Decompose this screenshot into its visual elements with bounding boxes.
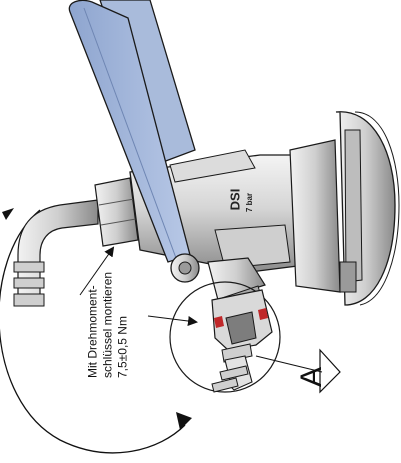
rotation-arrow-arc [0,209,186,454]
body-marking-dsi: DSI [227,188,243,211]
hose-barb [13,199,99,307]
torque-instruction-text: Mit Drehmoment- schlüssel montieren 7,5±… [85,271,130,378]
rotation-arrow-head-top [2,208,14,220]
outlet-nipple [211,355,253,393]
flange-connector [289,111,400,306]
detail-circle-a [169,281,281,393]
body-marking-pressure: 7 bar [245,192,255,213]
callout-leader-nut [79,246,115,296]
seal-ring-left [214,316,224,328]
hex-nut-left [94,177,139,247]
detail-label-a: A [295,366,329,388]
seal-ring-right [258,308,268,320]
rotation-arrow-head-bottom [176,412,192,430]
handle-lever [68,0,200,283]
section-arrow [319,348,341,394]
callout-leader-detail [147,315,198,326]
section-line [255,355,323,373]
